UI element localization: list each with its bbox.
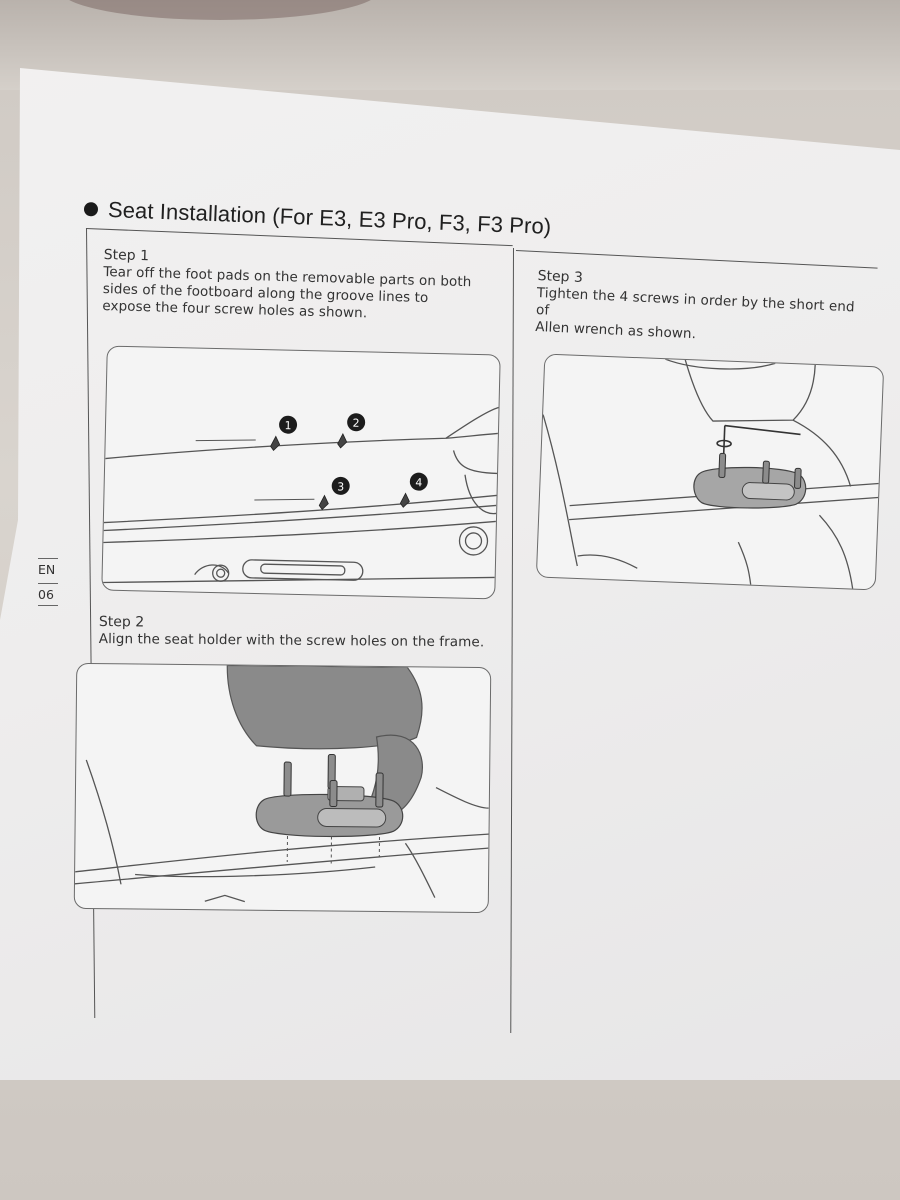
callout-badges: 1 2 3 4 (279, 413, 428, 495)
side-rule-middle (38, 583, 58, 584)
page-number: 06 (38, 587, 54, 602)
callout-4: 4 (415, 476, 422, 489)
step-2-text: Step 2 Align the seat holder with the sc… (99, 614, 509, 652)
callout-3: 3 (337, 480, 344, 493)
step-2-illustration (73, 662, 492, 914)
screw-tightening-drawing (542, 358, 879, 589)
background-object (60, 0, 380, 20)
bullet-icon (83, 202, 99, 217)
callout-2: 2 (352, 417, 359, 430)
side-tab: EN 06 (38, 555, 60, 609)
side-rule-top (38, 558, 58, 559)
step-2-description: Align the seat holder with the screw hol… (98, 630, 485, 651)
step-1-text: Step 1 Tear off the foot pads on the rem… (102, 247, 514, 326)
footboard-drawing: 1 2 3 4 (102, 406, 499, 584)
seat-holder-drawing (74, 664, 489, 903)
side-rule-bottom (38, 605, 58, 606)
step-1-illustration: 1 2 3 4 (101, 345, 501, 600)
step-3-illustration (535, 353, 885, 591)
callout-1: 1 (284, 419, 291, 432)
language-code: EN (38, 562, 56, 577)
